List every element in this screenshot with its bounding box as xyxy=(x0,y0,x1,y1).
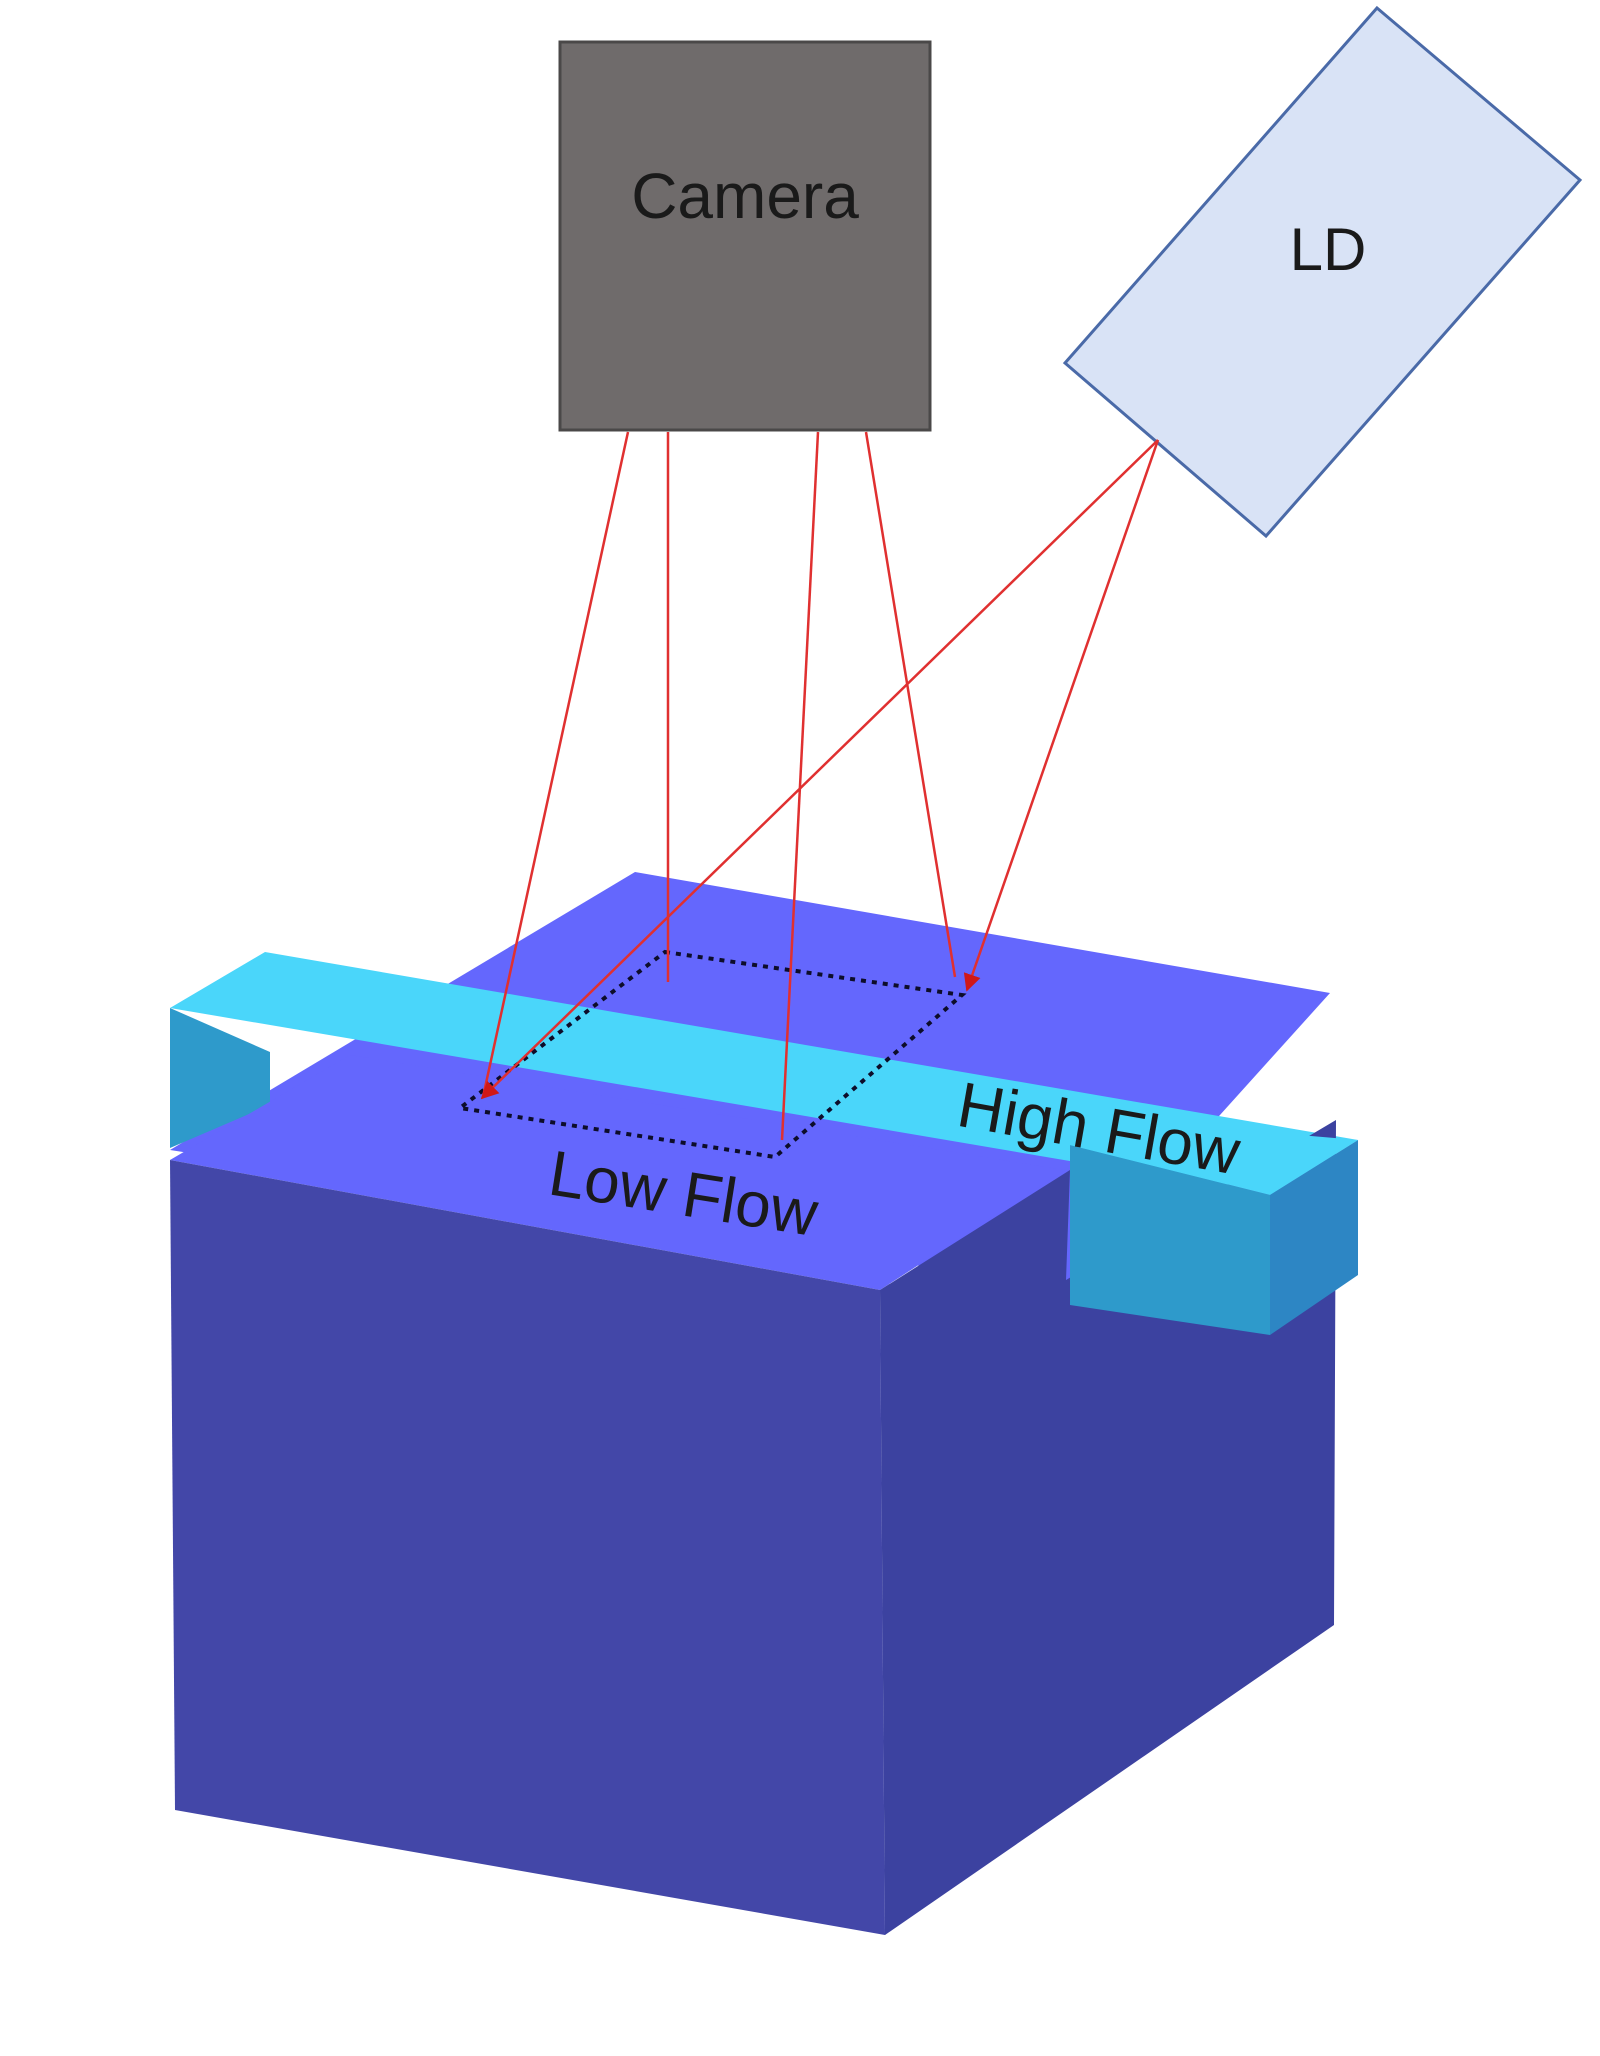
laser-diode-label: LD xyxy=(1290,216,1367,283)
laser-beam-line xyxy=(480,439,1159,1100)
vessel-left-end xyxy=(170,1008,270,1148)
camera-view-line xyxy=(481,431,630,1098)
camera-view-line xyxy=(864,431,957,978)
camera-view-line xyxy=(780,431,820,1141)
roi-outline xyxy=(455,949,967,1160)
camera-box xyxy=(558,40,932,432)
tissue-block-front-face xyxy=(170,1160,885,1935)
vessel-top-face-right xyxy=(1065,1115,1358,1195)
laser-diode-box xyxy=(1062,5,1583,539)
vessel-right-side-face xyxy=(1270,1140,1358,1335)
camera-label: Camera xyxy=(631,160,859,232)
vessel-top-face xyxy=(170,952,1358,1195)
laser-beam-line xyxy=(963,439,1160,992)
vessel-right-front-face xyxy=(1070,1145,1270,1335)
camera-view-lines xyxy=(481,431,957,1141)
tissue-block-top-face-front xyxy=(170,1055,1065,1290)
laser-beam-lines xyxy=(480,439,1160,1100)
